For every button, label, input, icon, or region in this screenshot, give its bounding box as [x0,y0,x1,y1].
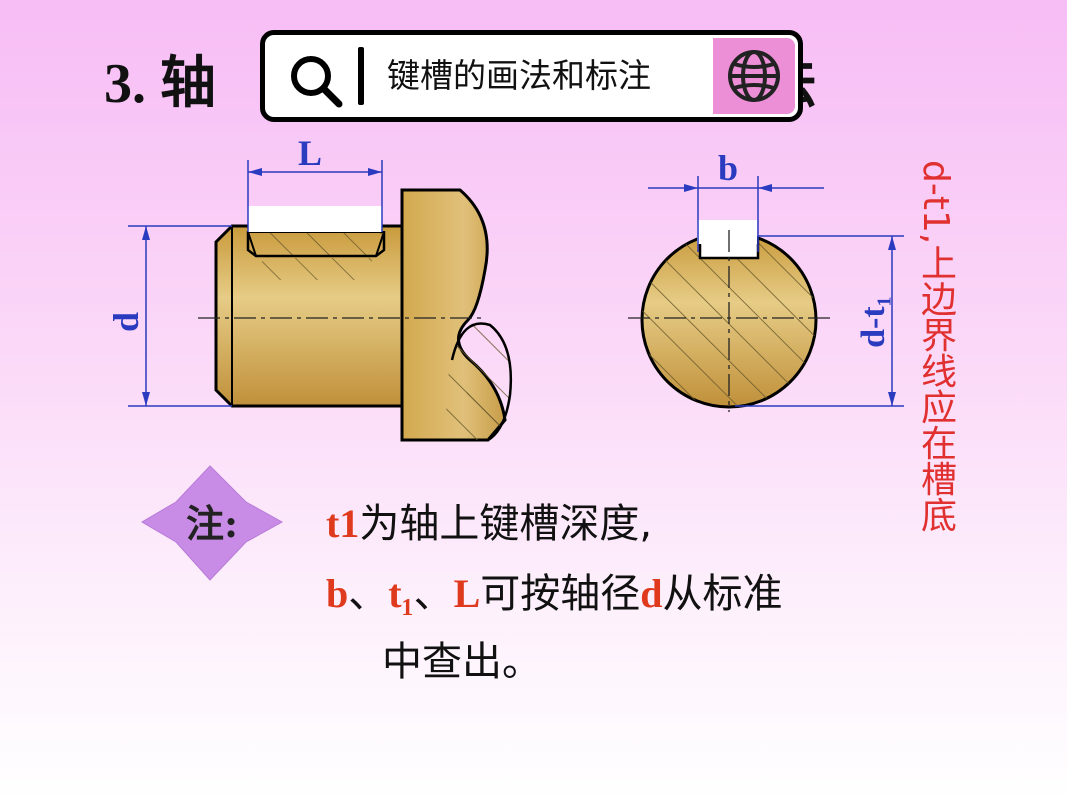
search-input[interactable]: 键槽的画法和标注 [387,56,651,95]
label-b: b [718,148,738,188]
shaft-cross-section [628,220,832,412]
globe-icon [728,50,780,102]
note-L: L [453,571,481,616]
note-sep-2: 、 [413,571,454,617]
note-d: d [640,571,663,616]
search-cursor-divider [358,47,364,105]
search-bar[interactable]: 键槽的画法和标注 [260,30,803,122]
globe-button[interactable] [713,38,795,114]
note-line-2: b、t₁、L可按轴径d从标准 [326,568,783,620]
note-badge-label: 注: [186,501,239,546]
note-b: b [326,571,349,616]
shaft-side-view [198,188,512,442]
dimension-b: b [648,148,824,252]
note-t1-2: t₁ [388,571,414,616]
label-d: d [106,312,146,332]
note-line-3: 中查出。 [382,639,542,685]
note-star-badge [141,465,284,581]
dimension-d: d [106,225,232,407]
note-line2-text: 可按轴径 [480,571,641,617]
note-sep-1: 、 [348,571,389,617]
title-prefix: 3. 轴 [104,53,216,115]
dimension-d-t1: d-t₁ [735,235,904,407]
note-line1-text: 为轴上键槽深度, [359,501,653,547]
label-d-t1: d-t₁ [855,296,892,348]
note-line-1: t1为轴上键槽深度, [326,498,652,550]
side-note: d-t1,上边界线应在槽底 [915,160,956,533]
label-L: L [298,133,322,173]
search-icon[interactable] [287,52,345,114]
dimension-L: L [247,133,383,232]
note-t1: t1 [326,501,360,546]
note-line2-end: 从标准 [662,571,783,617]
